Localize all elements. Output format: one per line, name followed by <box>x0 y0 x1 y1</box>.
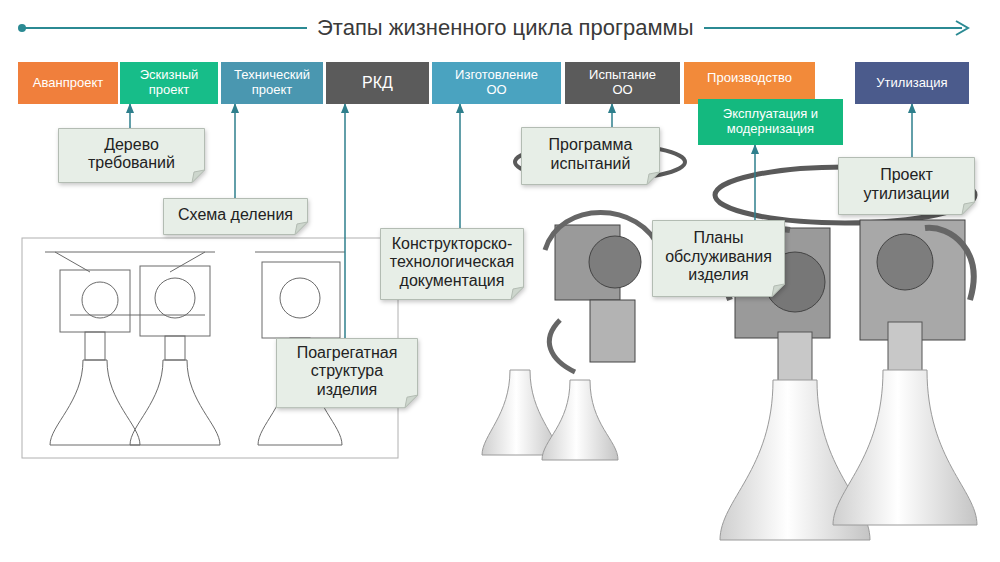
diagram-title: Этапы жизненного цикла программы <box>307 13 704 43</box>
callout-note: Конструкторско-технологическая документа… <box>380 228 524 300</box>
chamber <box>778 332 812 382</box>
note-fold <box>295 222 308 235</box>
stage-box: Изготовление ОО <box>432 62 561 104</box>
truss-line <box>255 252 345 253</box>
turbine <box>589 236 641 288</box>
truss-line <box>55 252 90 272</box>
pipe <box>545 213 660 251</box>
callout-arrow <box>459 104 461 228</box>
callout-text: Планы обслуживания изделия <box>662 229 775 284</box>
turbine <box>82 282 118 318</box>
nozzle <box>482 370 558 455</box>
callout-note: Программа испытаний <box>521 127 660 185</box>
note-fold <box>405 395 418 408</box>
callout-text: Схема деления <box>178 206 293 224</box>
callout-note: Поагрегатная структура изделия <box>276 338 418 408</box>
callout-arrow <box>754 145 756 220</box>
stage-box: РКД <box>326 62 429 104</box>
turbine <box>877 234 933 290</box>
callout-arrow <box>344 104 346 338</box>
turbine <box>155 278 195 318</box>
chamber <box>888 322 922 372</box>
note-body <box>164 199 308 235</box>
callout-arrow <box>129 104 131 128</box>
note-body <box>59 129 205 183</box>
stage-label: Эскизный проект <box>129 68 209 98</box>
note-fold <box>511 287 524 300</box>
callout-note: Дерево требований <box>58 128 205 183</box>
stage-label: Утилизация <box>876 76 947 91</box>
pump-unit <box>262 262 340 338</box>
stage-box: Эксплуатация и модернизация <box>698 99 843 145</box>
note-fold <box>192 170 205 183</box>
callout-text: Программа испытаний <box>531 136 650 173</box>
pipe <box>925 228 974 300</box>
note-body <box>522 128 660 185</box>
note-fold <box>647 172 660 185</box>
callout-text: Конструкторско-технологическая документа… <box>390 235 514 290</box>
callout-note: Схема деления <box>163 198 308 235</box>
truss-line <box>45 252 215 253</box>
chamber <box>165 336 185 360</box>
stage-label: Эксплуатация и модернизация <box>706 107 836 137</box>
stage-box: Технический проект <box>221 62 323 104</box>
pump-unit <box>590 300 635 362</box>
truss-line <box>170 252 205 272</box>
note-body <box>653 221 785 297</box>
note-body <box>839 158 975 215</box>
note-fold <box>962 202 975 215</box>
pump-unit <box>140 266 210 336</box>
pipe <box>70 315 205 316</box>
nozzle <box>833 370 977 525</box>
callout-arrow <box>234 104 236 198</box>
callout-text: Поагрегатная структура изделия <box>286 344 408 399</box>
pump-unit <box>60 270 130 332</box>
stage-label: Производство <box>707 71 792 86</box>
callout-arrow <box>911 104 913 157</box>
stage-label: Испытание ОО <box>585 68 660 98</box>
callout-note: Проект утилизации <box>838 157 975 215</box>
callout-note: Планы обслуживания изделия <box>652 220 785 297</box>
callout-text: Проект утилизации <box>848 166 965 203</box>
stage-box: Испытание ОО <box>565 62 680 104</box>
note-body <box>381 229 524 300</box>
note-fold <box>772 284 785 297</box>
callout-arrow <box>611 104 613 127</box>
turbine <box>280 278 320 318</box>
timeline-dot <box>18 24 26 32</box>
stage-label: Технический проект <box>227 68 317 98</box>
nozzle <box>542 380 618 460</box>
stage-box: Аванпроект <box>18 62 118 104</box>
stage-label: РКД <box>362 74 393 92</box>
stage-label: Аванпроект <box>33 76 103 91</box>
note-body <box>277 339 418 408</box>
timeline-head <box>956 21 968 35</box>
stage-box: Производство <box>684 62 815 104</box>
chamber <box>85 332 105 360</box>
stage-box: Эскизный проект <box>120 62 218 104</box>
callout-text: Дерево требований <box>68 136 195 173</box>
nozzle <box>130 360 220 445</box>
engine-render <box>482 144 977 540</box>
nozzle <box>50 360 140 445</box>
stage-label: Изготовление ОО <box>452 68 542 98</box>
stage-box: Утилизация <box>855 62 969 104</box>
pipe <box>549 320 575 372</box>
